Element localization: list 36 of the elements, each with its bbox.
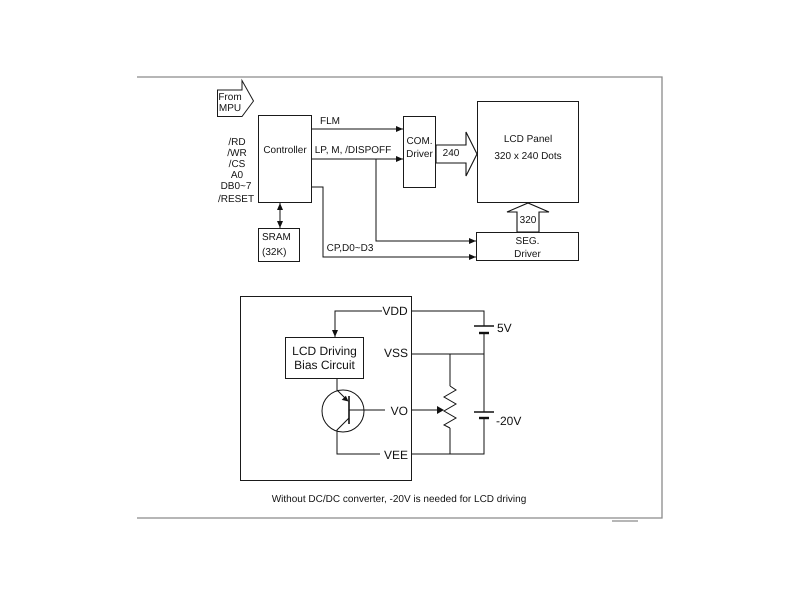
block-label: Controller <box>263 145 307 157</box>
memory-box <box>258 228 300 262</box>
block-label: SEG. Driver <box>513 235 542 261</box>
arrow <box>312 186 476 260</box>
arrow <box>332 310 382 338</box>
block-label: LCD Driving Bias Circuit <box>291 344 358 372</box>
arrow-label: From MPU <box>217 92 243 114</box>
controller-box <box>258 115 312 203</box>
chip-outline <box>240 296 412 481</box>
block-label: SRAM (32K) <box>262 231 292 260</box>
panel-title: LCD Panel <box>504 134 552 146</box>
signal-label: A0 <box>230 170 244 182</box>
bias-circuit-box <box>285 337 364 379</box>
double-arrow <box>277 202 283 228</box>
block-arrow <box>217 80 254 117</box>
signal-label: DB0~7 <box>220 181 252 193</box>
pin-label: VSS <box>384 346 408 360</box>
voltage-label: 5V <box>497 321 512 335</box>
arrow <box>312 158 476 244</box>
arrow <box>312 126 404 132</box>
panel-resolution: 320 x 240 Dots <box>494 151 562 163</box>
edge-label: LP, M, /DISPOFF <box>314 145 392 157</box>
signal-label: /RESET <box>218 194 254 206</box>
pin-label: VO <box>390 404 408 418</box>
lcd-panel-box <box>477 101 579 203</box>
edge-label: CP,D0~D3 <box>326 243 374 255</box>
pin-label: VDD <box>382 304 408 318</box>
signal-label: /CS <box>228 159 246 171</box>
caption: Without DC/DC converter, -20V is needed for LCD driving <box>272 494 526 506</box>
signal-label: /RD <box>228 137 246 148</box>
voltage-label: -20V <box>496 414 522 428</box>
block-label: COM. Driver <box>405 135 434 161</box>
driver-box <box>403 116 436 188</box>
signal-label: /WR <box>227 148 247 160</box>
pin-label: VEE <box>384 448 408 462</box>
driver-box <box>476 232 579 261</box>
